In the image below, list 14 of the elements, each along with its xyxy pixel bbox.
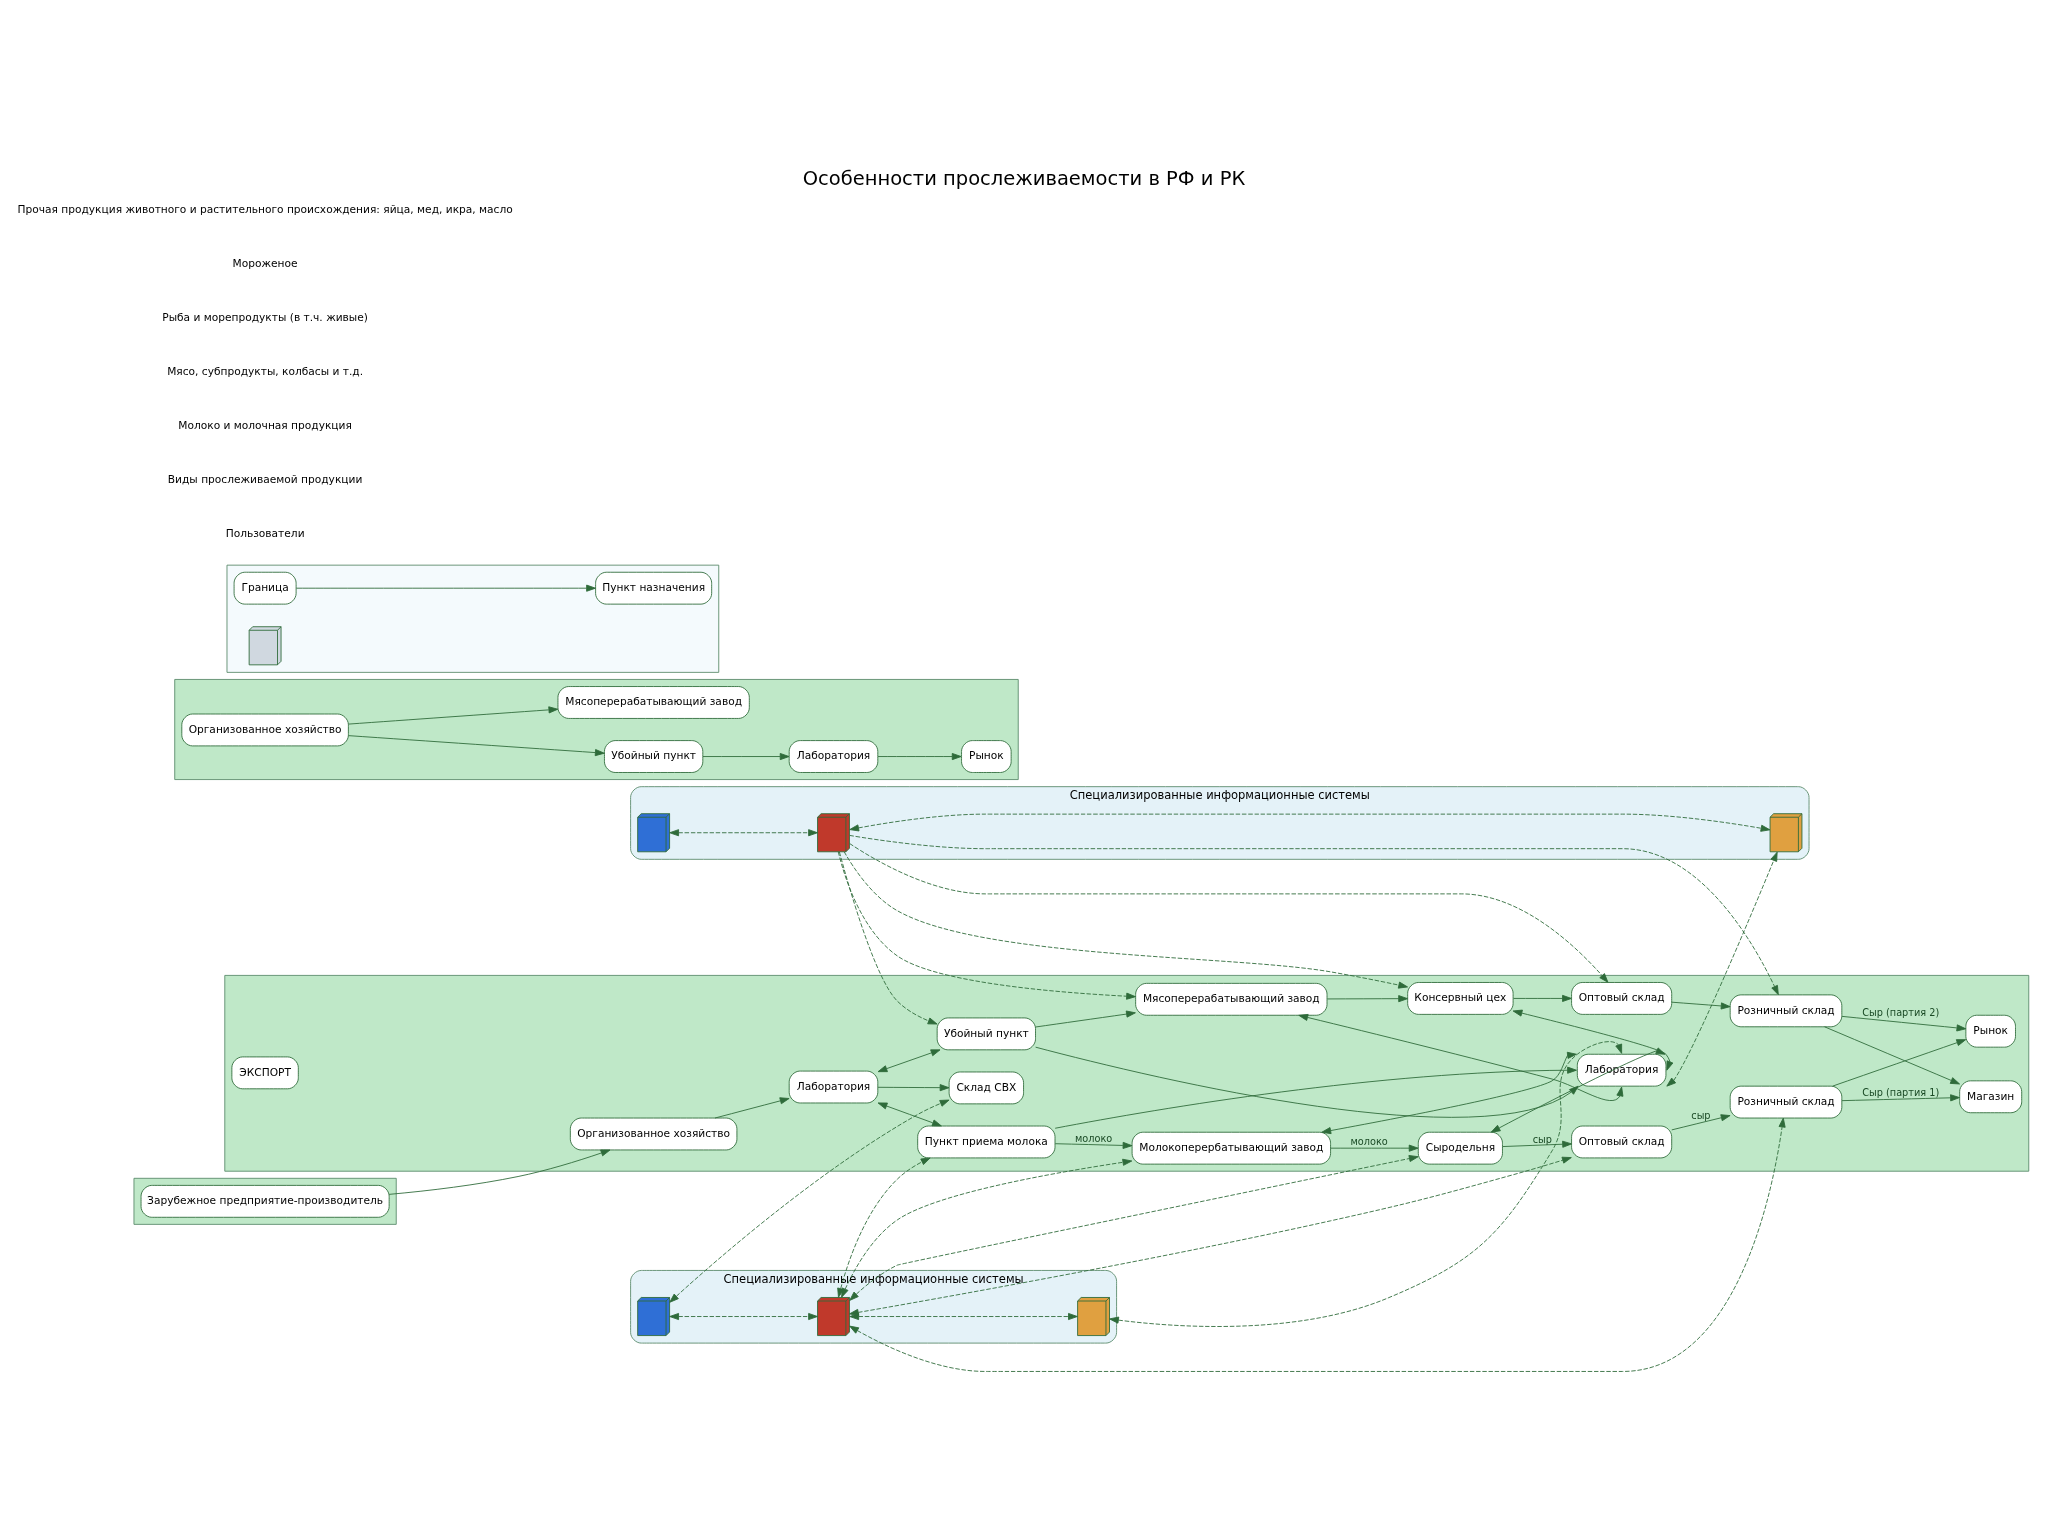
label: Рыба и морепродукты (в т.ч. живые) (162, 310, 368, 324)
label: Пользователи (225, 526, 305, 540)
label: Мороженое (232, 256, 298, 270)
edge-label: молоко (1350, 1135, 1388, 1147)
label: Мясо, субпродукты, колбасы и т.д. (167, 364, 364, 378)
edge-label: молоко (1074, 1132, 1113, 1144)
label: Прочая продукция животного и растительного происхождения: яйца, мед, икра, масло (17, 202, 513, 216)
edge-label: Сыр (партия 2) (1862, 1006, 1940, 1018)
label: Виды прослеживаемой продукции (167, 472, 363, 486)
edge-label: Сыр (партия 1) (1862, 1086, 1940, 1098)
label: Молоко и молочная продукция (178, 418, 352, 432)
edge-label: сыр (1691, 1109, 1711, 1121)
diagram-title: Особенности прослеживаемости в РФ и РК (802, 166, 1246, 190)
edge-label: сыр (1532, 1133, 1552, 1145)
